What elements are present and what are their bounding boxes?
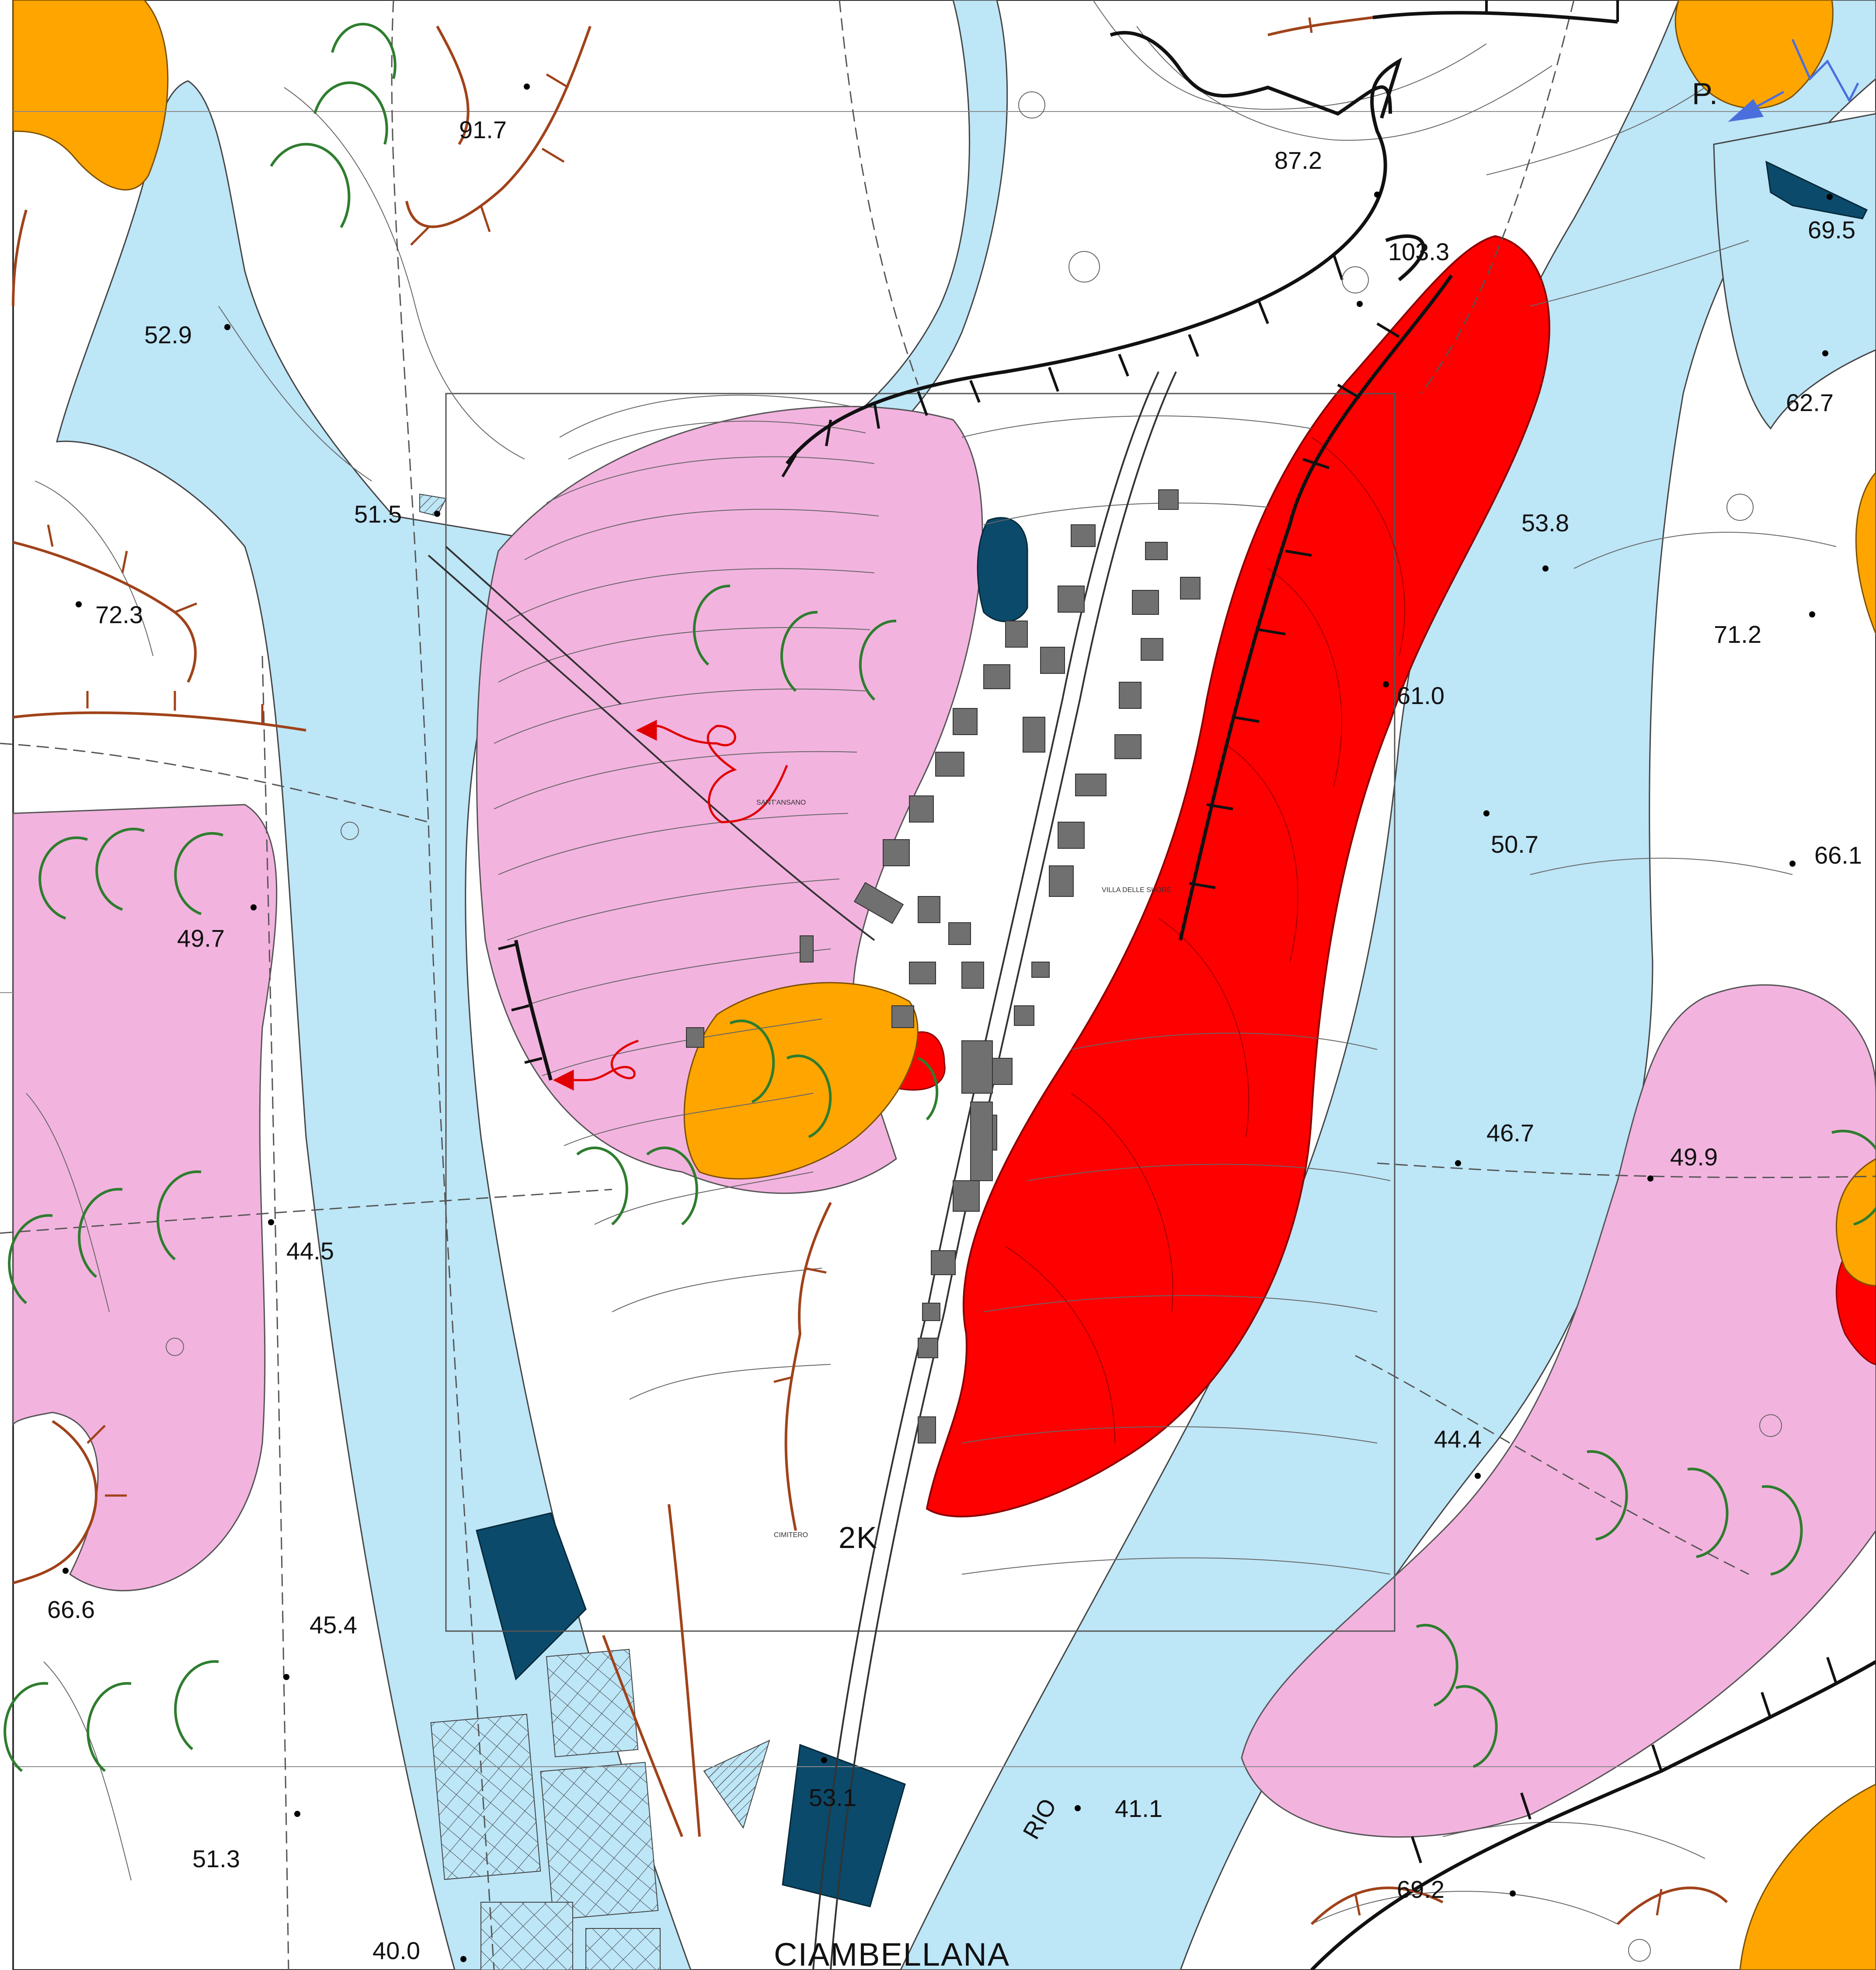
place-labels: SANT'ANSANO VILLA DELLE SUORE CIMITERO 2…	[756, 77, 1719, 1970]
red-landslide-contours	[1005, 437, 1405, 1444]
label-p: P.	[1692, 77, 1719, 111]
spot-point	[268, 1219, 274, 1225]
contour-lines	[26, 0, 1837, 1925]
spot-elevation-label: 50.7	[1491, 830, 1538, 858]
orange-units	[12, 0, 1876, 1970]
label-sant-ansano: SANT'ANSANO	[756, 799, 806, 806]
landslide-red	[926, 235, 1550, 1517]
spot-point	[1510, 1890, 1516, 1897]
ridge-ticks	[47, 17, 1663, 1916]
label-ciambellana: CIAMBELLANA	[774, 1936, 1010, 1970]
spot-point	[1475, 1473, 1481, 1479]
spot-point	[1542, 565, 1549, 572]
spot-point	[524, 84, 530, 90]
spot-point	[1647, 1175, 1653, 1182]
spot-elevation-label: 103.3	[1388, 238, 1449, 265]
label-villa-delle-suore: VILLA DELLE SUORE	[1102, 886, 1171, 894]
spot-elevation-label: 41.1	[1115, 1795, 1162, 1822]
spot-elevation-label: 45.4	[310, 1611, 357, 1639]
spot-elevation-label: 72.3	[95, 601, 143, 628]
spot-elevation-label: 53.8	[1521, 509, 1569, 537]
blue-arrow	[1728, 38, 1859, 122]
spot-elevation-label: 71.2	[1714, 621, 1761, 648]
hatched-plots	[419, 493, 770, 1970]
spot-point	[1483, 810, 1490, 816]
spot-point	[1383, 681, 1389, 687]
grid-lines	[0, 111, 1876, 1767]
spot-point	[63, 1568, 69, 1574]
label-2k: 2K	[839, 1520, 878, 1555]
spot-elevation-label: 61.0	[1397, 682, 1444, 709]
spot-elevation-label: 62.7	[1786, 389, 1834, 416]
label-cimitero: CIMITERO	[774, 1531, 808, 1539]
spot-point	[434, 511, 440, 517]
spot-elevations: 91.7 87.2 103.3 69.5 52.9 62.7 51.5 53.8…	[47, 84, 1862, 1964]
spot-point	[1455, 1160, 1461, 1166]
spot-point	[1374, 192, 1380, 198]
spot-elevation-label: 49.9	[1670, 1143, 1718, 1171]
spot-point	[1827, 194, 1833, 200]
spot-point	[1822, 350, 1828, 356]
spot-point	[460, 1956, 466, 1962]
spot-point	[283, 1674, 289, 1680]
spot-elevation-label: 87.2	[1274, 146, 1322, 174]
spot-point	[76, 601, 82, 607]
spot-elevation-label: 40.0	[372, 1937, 420, 1964]
spot-point	[251, 904, 257, 910]
spot-elevation-label: 66.1	[1814, 841, 1862, 869]
spot-point	[1789, 861, 1796, 867]
spot-elevation-label: 53.1	[809, 1784, 856, 1811]
spot-elevation-label: 44.5	[286, 1237, 334, 1265]
spot-elevation-label: 69.5	[1808, 216, 1855, 244]
spot-elevation-label: 52.9	[144, 321, 192, 349]
spot-elevation-label: 69.2	[1397, 1876, 1444, 1903]
spot-point	[294, 1811, 300, 1817]
spot-elevation-label: 51.3	[192, 1845, 240, 1872]
buildings	[686, 489, 1201, 1444]
spot-elevation-label: 44.4	[1434, 1425, 1482, 1453]
spot-point	[1357, 301, 1363, 307]
spot-elevation-label: 46.7	[1486, 1119, 1534, 1147]
dark-blue-units	[476, 160, 1868, 1907]
flow-arrows	[553, 719, 788, 1091]
arc-symbols	[3, 23, 1876, 1772]
spot-elevation-label: 51.5	[354, 500, 402, 528]
spot-point	[821, 1757, 827, 1763]
spot-point	[1075, 1805, 1081, 1811]
spot-point	[224, 324, 230, 330]
ridge-lines	[12, 16, 1728, 1925]
spot-elevation-label: 91.7	[459, 116, 507, 143]
spot-point	[1809, 611, 1815, 617]
tree-symbols	[166, 91, 1782, 1962]
scarp-lines	[514, 11, 1876, 1970]
spot-elevation-label: 66.6	[47, 1596, 95, 1623]
spot-elevation-label: 49.7	[177, 924, 225, 952]
scarp-ticks	[498, 0, 1838, 1863]
